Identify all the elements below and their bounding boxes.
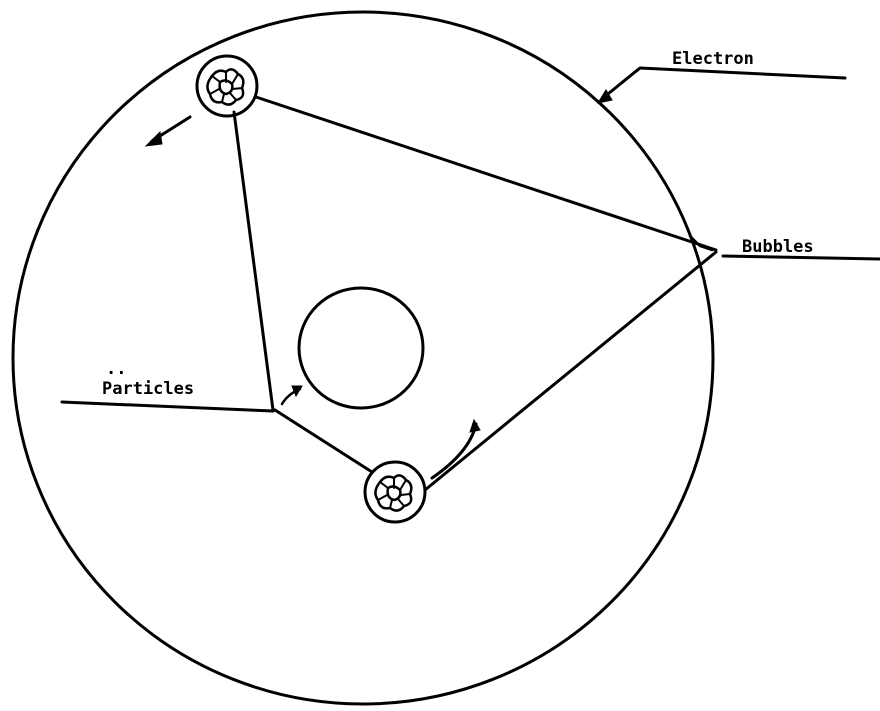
top-bubble-cluster xyxy=(197,56,257,116)
electron-label: Electron xyxy=(672,49,754,69)
particles-label: Particles xyxy=(102,379,194,399)
outer-electron-circle xyxy=(13,12,713,704)
inner-circle xyxy=(299,288,423,408)
top-bubble-motion-arrow xyxy=(146,117,190,146)
line-topbubble-to-junction xyxy=(234,112,273,410)
inner-circle-arrow xyxy=(282,386,302,404)
line-junction-to-bottombubble xyxy=(275,410,372,472)
particles-dots: .. xyxy=(106,359,126,379)
line-topbubble-to-rightbubble xyxy=(256,97,716,250)
electron-label-pointer xyxy=(598,68,845,103)
bottom-bubble-cluster xyxy=(365,462,425,522)
bubbles-label: Bubbles xyxy=(742,237,814,257)
particles-label-pointer xyxy=(62,402,273,411)
line-rightbubble-to-bottombubble xyxy=(425,252,716,490)
